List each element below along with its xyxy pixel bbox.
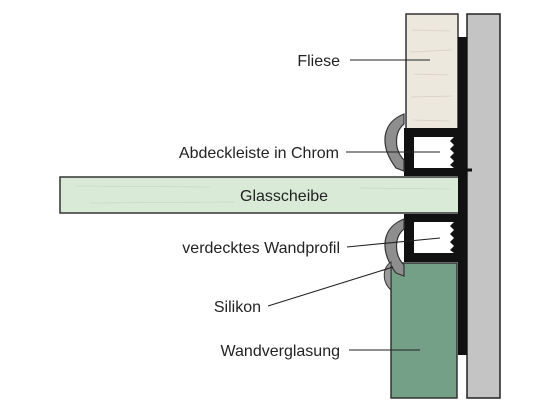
glass-pane-texture bbox=[74, 185, 451, 204]
wall-glazing bbox=[390, 262, 458, 399]
wall bbox=[466, 13, 501, 399]
label-glass-pane: Glasscheibe bbox=[240, 188, 328, 205]
leader-lines bbox=[267, 59, 441, 351]
label-wall-glazing: Wandverglasung bbox=[221, 343, 340, 360]
label-chrome-strip: Abdeckleiste in Chrom bbox=[179, 145, 339, 162]
tile bbox=[405, 13, 459, 144]
label-tile: Fliese bbox=[297, 53, 340, 70]
chrome-strip-top bbox=[384, 113, 405, 172]
chrome-strip-bottom bbox=[384, 218, 405, 277]
label-wall-profile: verdecktes Wandprofil bbox=[182, 240, 340, 257]
tile-texture bbox=[409, 29, 454, 122]
label-silicone: Silikon bbox=[214, 299, 261, 316]
glass-pane bbox=[59, 176, 464, 214]
silicone-bead bbox=[383, 261, 392, 292]
